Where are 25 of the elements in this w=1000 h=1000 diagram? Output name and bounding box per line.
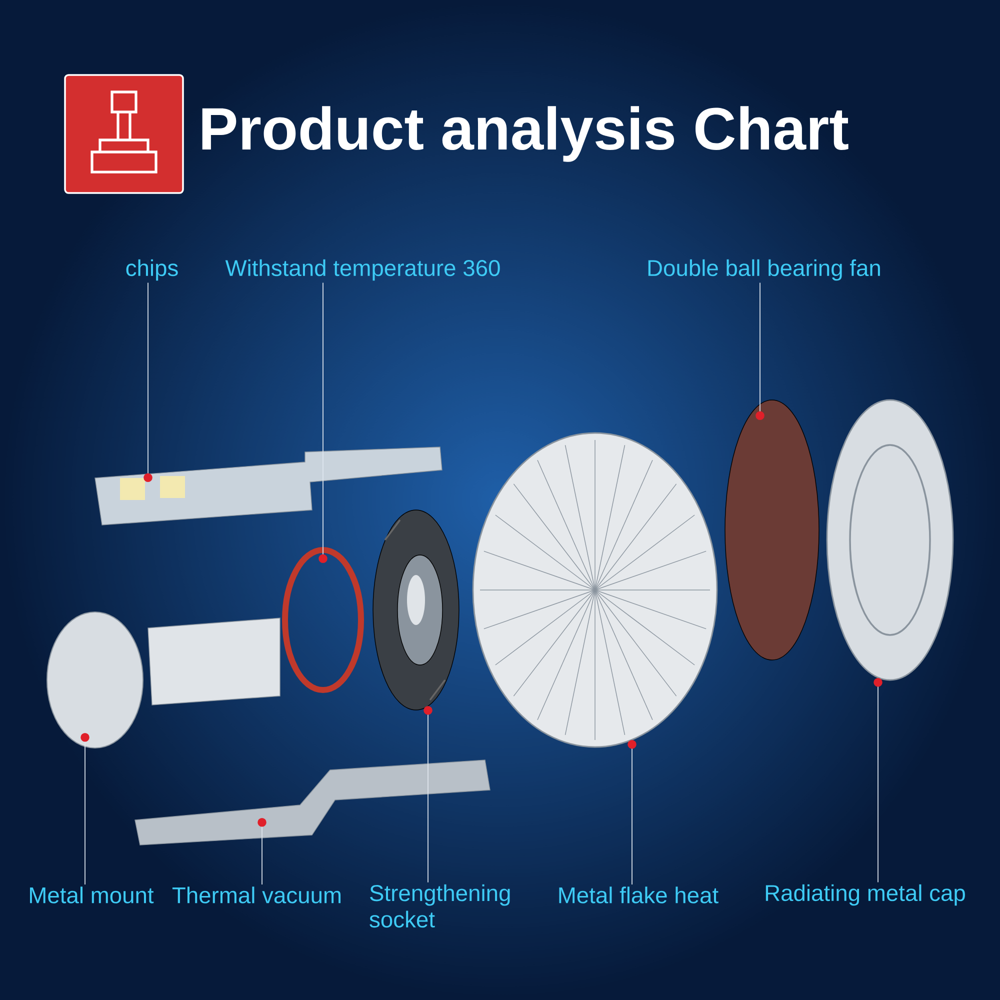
o-ring-drawing (282, 547, 364, 693)
heat-sink-drawing (472, 432, 718, 748)
title: Product analysis Chart (202, 106, 848, 162)
leader-line (258, 818, 266, 885)
leader-line (80, 733, 90, 885)
socket-drawing (372, 510, 460, 710)
part-label: Strengthening socket (370, 884, 510, 928)
metal-cap-drawing (826, 399, 954, 681)
leader-line (628, 740, 636, 885)
fan-drawing (724, 400, 820, 660)
metal-mount-drawing (46, 611, 144, 749)
leader-line (874, 678, 882, 883)
thermal-strip-drawing (134, 760, 490, 846)
part-label: Metal flake heat (559, 886, 718, 904)
leader-line (424, 706, 432, 883)
part-label: chips (126, 259, 178, 281)
leader-line (144, 282, 152, 482)
leader-line (756, 282, 764, 420)
leader-line (318, 282, 328, 564)
part-label: Withstand temperature 360 (225, 259, 500, 281)
part-label: Metal mount (30, 886, 154, 904)
part-label: Thermal vacuum (172, 886, 341, 904)
chip-board-drawing (94, 446, 442, 526)
part-label: Radiating metal cap (766, 884, 965, 906)
part-label: Double ball bearing fan (648, 259, 880, 281)
